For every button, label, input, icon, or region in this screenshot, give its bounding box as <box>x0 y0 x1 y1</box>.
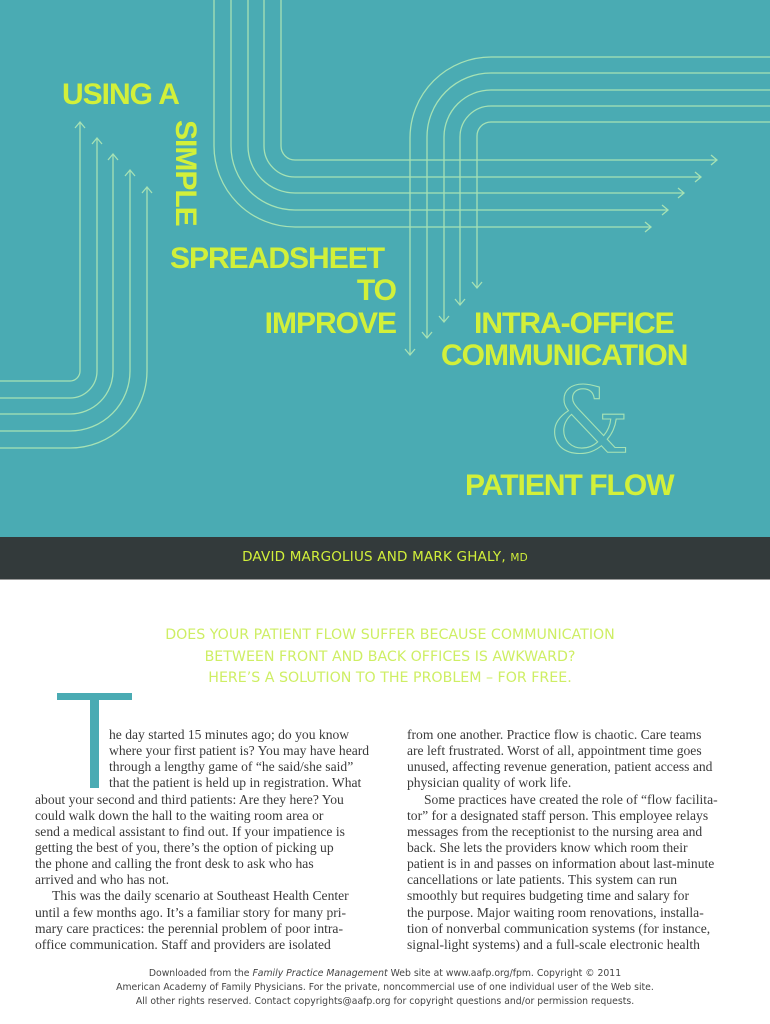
footer-text: Downloaded from the <box>148 968 253 979</box>
title-line-simple: SIMPLE <box>169 120 202 226</box>
footer-line: All other rights reserved. Contact copyr… <box>135 996 635 1007</box>
body-line: where your first patient is? You may hav… <box>109 743 370 759</box>
body-line: the phone and calling the front desk to … <box>35 856 314 872</box>
body-line: This was the daily scenario at Southeast… <box>52 888 349 904</box>
body-line: that the patient is held up in registrat… <box>109 775 362 791</box>
body-line: getting the best of you, there’s the opt… <box>35 840 334 856</box>
deck-line: DOES YOUR PATIENT FLOW SUFFER BECAUSE CO… <box>165 627 615 643</box>
body-line: until a few months ago. It’s a familiar … <box>35 904 347 920</box>
article-deck: DOES YOUR PATIENT FLOW SUFFER BECAUSE CO… <box>0 625 770 690</box>
title-line-improve: IMPROVE <box>264 307 397 340</box>
body-line: tion of nonverbal communication systems … <box>407 920 711 936</box>
body-left-intro: he day started 15 minutes ago; do you kn… <box>109 727 369 792</box>
cover-banner: & USING A SIMPLE SPREADSHEET TO IMPROVE … <box>0 0 770 537</box>
drop-cap-t: T <box>57 693 132 788</box>
body-right-column: from one another. Practice flow is chaot… <box>407 727 718 953</box>
byline-band: DAVID MARGOLIUS AND MARK GHALY, MD <box>0 537 770 580</box>
body-line: messages from the receptionist to the nu… <box>407 823 703 839</box>
body-line: smoothly but requires budgeting time and… <box>407 888 690 904</box>
body-line: could walk down the hall to the waiting … <box>35 807 324 823</box>
deck-line: HERE’S A SOLUTION TO THE PROBLEM – FOR F… <box>208 670 572 686</box>
byline-degree: MD <box>510 552 528 564</box>
title-line-using-a: USING A <box>62 78 180 111</box>
body-line: the purpose. Major waiting room renovati… <box>407 904 704 920</box>
left-arrow-lines <box>0 120 153 449</box>
body-line: are left frustrated. Worst of all, appoi… <box>407 743 702 759</box>
journal-name: Family Practice Management <box>252 968 388 979</box>
byline: DAVID MARGOLIUS AND MARK GHALY, MD <box>0 549 770 565</box>
footer-line: Downloaded from the Family Practice Mana… <box>0 967 770 981</box>
body-line: physician quality of work life. <box>407 775 572 791</box>
ampersand: & <box>548 367 630 474</box>
body-left-column: about your second and third patients: Ar… <box>35 792 349 953</box>
body-line: office communication. Staff and provider… <box>35 936 331 952</box>
body-line: Some practices have created the role of … <box>424 791 718 807</box>
body-line: from one another. Practice flow is chaot… <box>407 727 702 742</box>
title-line-intra-office: INTRA-OFFICE <box>474 307 675 340</box>
body-line: tor” for a designated staff person. This… <box>407 807 709 823</box>
footer-line: American Academy of Family Physicians. F… <box>116 982 654 993</box>
body-line: mary care practices: the perennial probl… <box>35 920 343 936</box>
byline-authors: DAVID MARGOLIUS AND MARK GHALY, <box>242 549 506 565</box>
flow-lines-illustration: & <box>0 0 770 475</box>
body-line: about your second and third patients: Ar… <box>35 791 344 807</box>
body-line: through a lengthy game of “he said/she s… <box>109 759 354 775</box>
body-line: he day started 15 minutes ago; do you kn… <box>109 727 350 742</box>
deck-line: BETWEEN FRONT AND BACK OFFICES IS AWKWAR… <box>204 648 576 665</box>
title-line-to: TO <box>356 274 397 307</box>
title-line-patient-flow: PATIENT FLOW <box>465 469 675 502</box>
title-line-communication: COMMUNICATION <box>441 339 688 372</box>
body-line: signal-light systems) and a full-scale e… <box>407 936 700 952</box>
body-line: arrived and who has not. <box>35 872 170 888</box>
body-line: send a medical assistant to find out. If… <box>35 823 345 839</box>
right-arrow-lines <box>213 0 719 233</box>
body-line: back. She lets the providers know which … <box>407 839 688 855</box>
body-line: patient is in and passes on information … <box>407 856 715 872</box>
down-arrow-lines <box>404 56 770 357</box>
body-line: unused, affecting revenue generation, pa… <box>407 759 713 775</box>
title-line-spreadsheet: SPREADSHEET <box>170 242 385 275</box>
footer-text: Web site at www.aafp.org/fpm. Copyright … <box>387 968 622 979</box>
copyright-footer: Downloaded from the Family Practice Mana… <box>0 967 770 1009</box>
body-line: cancellations or late patients. This sys… <box>407 872 678 888</box>
